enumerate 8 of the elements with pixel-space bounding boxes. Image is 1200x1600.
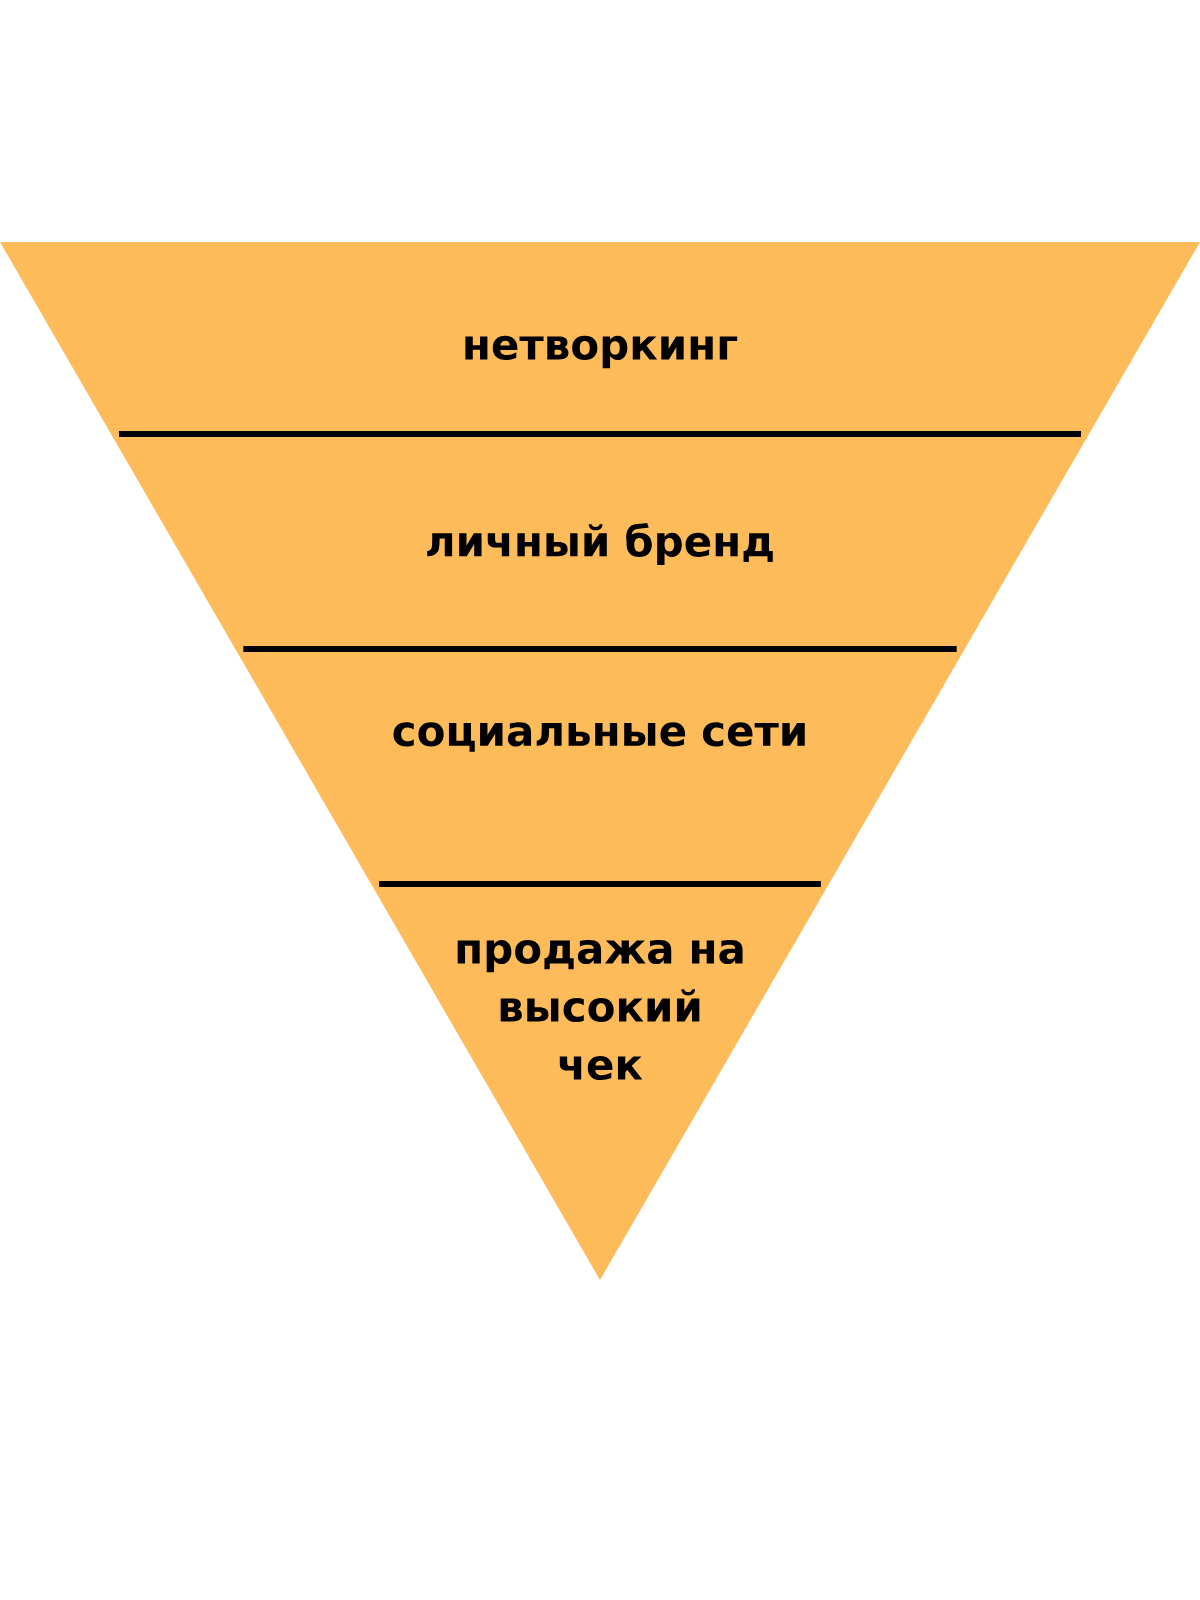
funnel-band: [111, 434, 1089, 649]
funnel-band: [235, 649, 965, 884]
band-label: социальные сети: [393, 722, 805, 752]
funnel-band: [0, 242, 1200, 434]
funnel-band: [371, 884, 829, 1280]
band-label: продажа на высокий чек: [457, 939, 743, 1081]
band-label: личный бренд: [427, 523, 773, 566]
band-label: нетворкинг: [465, 335, 738, 369]
